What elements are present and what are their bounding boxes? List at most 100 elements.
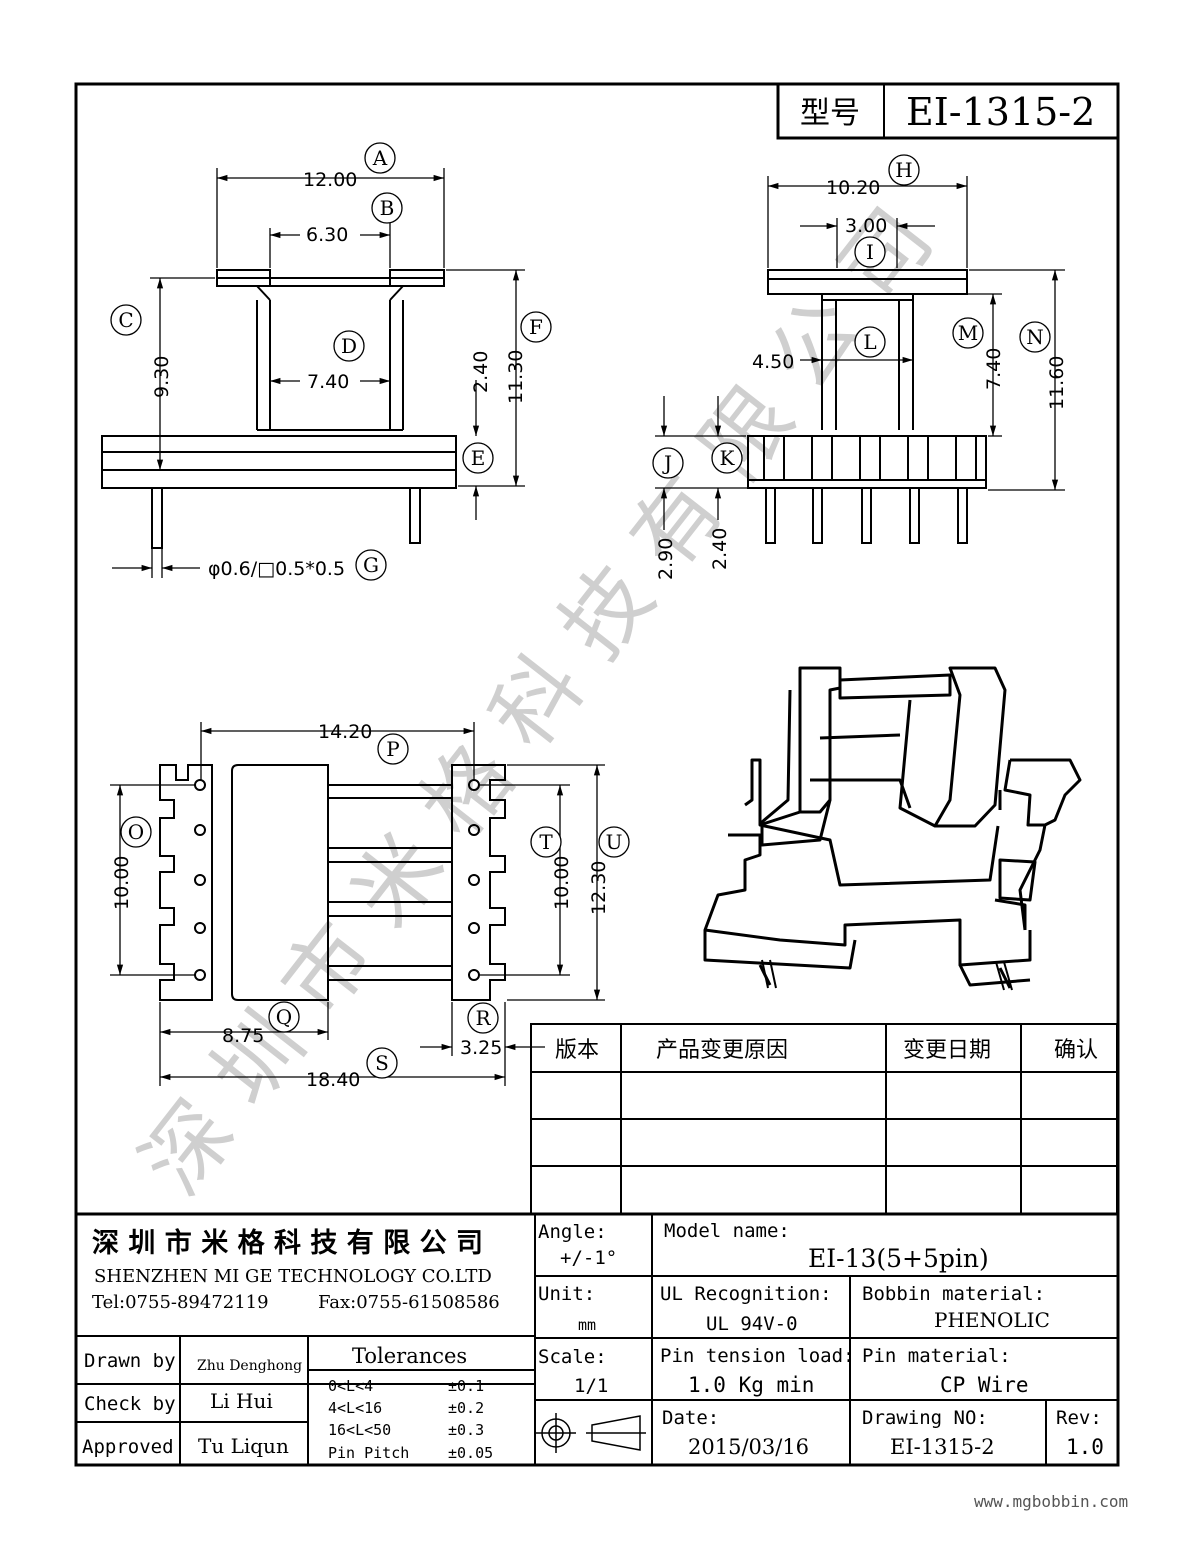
dim-b: 6.30 (306, 224, 348, 246)
balloon-u: U (606, 830, 623, 854)
website: www.mgbobbin.com (974, 1492, 1128, 1511)
approved-label: Approved (82, 1436, 174, 1458)
model-name-value: EI-13(5+5pin) (808, 1244, 989, 1273)
bottom-view-dims (110, 722, 605, 1086)
angle-label: Angle: (538, 1221, 607, 1243)
balloon-t: T (539, 830, 553, 854)
rev-header-reason: 产品变更原因 (656, 1038, 788, 1063)
balloon-s: S (375, 1051, 389, 1075)
company-tel: Tel:0755-89472119 (92, 1292, 269, 1313)
approved-value: Tu Liqun (198, 1434, 289, 1458)
balloon-r: R (475, 1006, 491, 1030)
company-name-cn: 深 圳 市 米 格 科 技 有 限 公 司 (92, 1227, 483, 1259)
dim-d: 7.40 (307, 371, 349, 393)
balloon-letters: A B C D E F G H I J K L M N O P Q R S T … (118, 146, 1043, 1075)
dim-n: 11.60 (1046, 356, 1068, 410)
dim-f: 11.30 (505, 350, 527, 404)
pin-tension-label: Pin tension load: (660, 1345, 854, 1367)
rev-header-confirm: 确认 (1054, 1038, 1098, 1063)
dim-a: 12.00 (303, 169, 357, 191)
company-name-en: SHENZHEN MI GE TECHNOLOGY CO.LTD (94, 1266, 492, 1287)
tol-value-4: ±0.05 (448, 1444, 493, 1462)
dim-m: 7.40 (983, 348, 1005, 390)
rev-value: 1.0 (1066, 1435, 1104, 1459)
balloon-f: F (529, 315, 543, 339)
tol-range-3: 16<L<50 (328, 1421, 391, 1439)
balloon-i: I (866, 240, 874, 264)
balloon-p: P (386, 737, 399, 761)
balloon-o: O (128, 820, 144, 844)
check-by-value: Li Hui (210, 1389, 273, 1413)
dim-o: 10.00 (111, 856, 133, 910)
balloon-m: M (958, 321, 978, 345)
balloons (110, 142, 1051, 1079)
drawn-by-value: Zhu Denghong (197, 1358, 302, 1374)
balloon-d: D (341, 334, 357, 358)
dim-p: 14.20 (318, 721, 372, 743)
balloon-b: B (380, 196, 395, 220)
tol-value-2: ±0.2 (448, 1399, 484, 1417)
dim-u: 12.30 (588, 861, 610, 915)
dim-k: 2.40 (709, 528, 731, 570)
isometric-view (703, 666, 1082, 989)
dim-h: 10.20 (826, 177, 880, 199)
drawn-by-label: Drawn by (84, 1350, 176, 1372)
tol-range-4: Pin Pitch (328, 1444, 409, 1462)
tol-range-2: 4<L<16 (328, 1399, 382, 1417)
dim-s: 18.40 (306, 1069, 360, 1091)
front-view-dim-text: 12.00 6.30 7.40 9.30 2.40 11.30 φ0.6/□0.… (151, 169, 527, 580)
balloon-c: C (118, 308, 133, 332)
side-view (747, 269, 987, 544)
front-view-dims (112, 168, 525, 578)
bottom-view (159, 764, 506, 1001)
dim-q: 8.75 (222, 1025, 264, 1047)
bobbin-material-label: Bobbin material: (862, 1283, 1045, 1305)
angle-value: +/-1° (560, 1247, 617, 1269)
balloon-j: J (662, 451, 672, 475)
date-label: Date: (662, 1407, 719, 1429)
title-block-grid (76, 1212, 1118, 1465)
watermark: 深 圳 市 米 格 科 技 有 限 公 司 (123, 190, 953, 1212)
isometric-pins (761, 959, 1013, 991)
scale-value: 1/1 (574, 1375, 608, 1397)
model-name-label: Model name: (664, 1220, 790, 1242)
revision-table-headers: 版本 产品变更原因 变更日期 确认 (555, 1038, 1098, 1063)
bottom-view-dim-text: 14.20 10.00 10.00 12.30 8.75 3.25 18.40 (111, 721, 610, 1091)
dim-c: 9.30 (151, 356, 173, 398)
scale-label: Scale: (538, 1346, 607, 1368)
balloon-l: L (863, 330, 876, 354)
rev-header-date: 变更日期 (903, 1038, 991, 1063)
tol-value-3: ±0.3 (448, 1421, 484, 1439)
balloon-e: E (471, 446, 486, 470)
tol-value-1: ±0.1 (448, 1377, 484, 1395)
pin-tension-value: 1.0 Kg min (688, 1373, 814, 1397)
drawing-no-value: EI-1315-2 (890, 1435, 995, 1459)
model-number: EI-1315-2 (906, 90, 1095, 134)
front-view (101, 269, 457, 549)
balloon-h: H (895, 158, 912, 182)
ul-value: UL 94V-0 (706, 1313, 798, 1335)
date-value: 2015/03/16 (688, 1435, 809, 1459)
balloon-g: G (363, 553, 379, 577)
dim-e: 2.40 (470, 351, 492, 393)
rev-header-version: 版本 (555, 1038, 599, 1063)
rev-label: Rev: (1056, 1407, 1102, 1429)
projection-symbol-icon (536, 1413, 646, 1453)
unit-value: mm (578, 1316, 596, 1334)
side-view-dim-text: 10.20 3.00 4.50 7.40 11.60 2.90 2.40 (655, 177, 1068, 580)
dim-t: 10.00 (551, 856, 573, 910)
dim-j: 2.90 (655, 538, 677, 580)
dim-i: 3.00 (845, 215, 887, 237)
balloon-n: N (1026, 325, 1044, 349)
dim-l: 4.50 (752, 351, 794, 373)
balloon-a: A (372, 146, 388, 170)
ul-label: UL Recognition: (660, 1283, 832, 1305)
unit-label: Unit: (538, 1283, 595, 1305)
tolerances-title: Tolerances (352, 1344, 467, 1368)
balloon-q: Q (276, 1005, 292, 1029)
dim-r: 3.25 (460, 1037, 502, 1059)
side-view-dims (655, 176, 1065, 530)
model-number-box: 型号 EI-1315-2 (776, 82, 1120, 140)
pin-material-label: Pin material: (862, 1345, 1011, 1367)
